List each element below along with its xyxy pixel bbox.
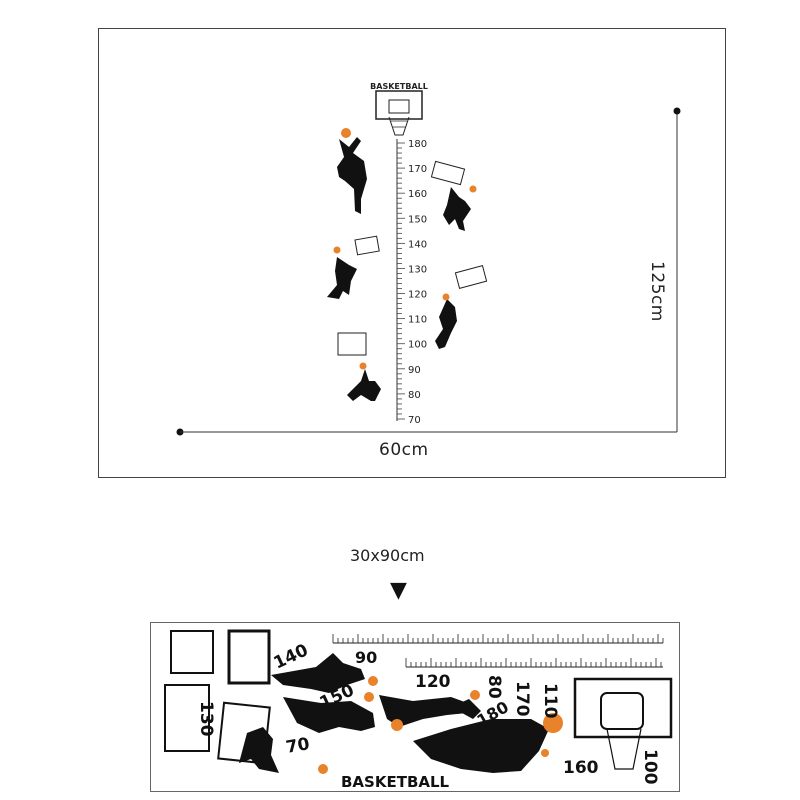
ruler-tick-label: 80 [408, 390, 421, 401]
top-board-title: BASKETBALL [370, 82, 428, 91]
sheet-title: BASKETBALL [341, 773, 450, 791]
ruler-tick-label: 170 [408, 164, 427, 175]
ruler-tick-label: 180 [408, 139, 427, 150]
small-backboard [337, 160, 488, 356]
sheet-number: 90 [355, 648, 377, 667]
sheet-number: 80 [484, 675, 504, 699]
width-dimension-label: 60cm [379, 440, 429, 460]
ruler-tick-label: 90 [408, 365, 421, 376]
dimension-lines [176, 107, 681, 436]
sheet-number: 140 [271, 640, 312, 673]
top-backboard [375, 90, 423, 136]
sheet-number: 100 [640, 749, 660, 785]
ruler-tick-label: 110 [408, 315, 427, 326]
player-silhouette [239, 653, 549, 773]
ruler-tick-label: 130 [408, 264, 427, 275]
height-ruler [396, 139, 405, 421]
down-arrow-icon: ▼ [390, 578, 407, 603]
ruler-tick-label: 150 [408, 214, 427, 225]
sheet-number: 110 [540, 683, 560, 719]
ruler-tick-label: 70 [408, 415, 421, 426]
sheet-backboard [164, 629, 673, 770]
sheet-number: 130 [196, 701, 216, 737]
ruler-tick-label: 100 [408, 340, 427, 351]
sheet-number: 70 [284, 734, 311, 758]
height-dimension-label: 125cm [647, 261, 667, 322]
ruler-tick-label: 140 [408, 239, 427, 250]
ruler-tick-label: 160 [408, 189, 427, 200]
basketball-icon [333, 128, 477, 370]
ruler-tick-label: 120 [408, 290, 427, 301]
sheet-number: 120 [415, 672, 451, 692]
size-label: 30x90cm [350, 546, 425, 565]
sheet-number: 170 [512, 681, 532, 717]
wall-preview-panel: BASKETBALL 180 170 160 150 140 130 120 110 100 90… [98, 28, 726, 478]
sheet-ruler [332, 634, 664, 668]
wall-preview-svg: BASKETBALL 180 170 160 150 140 130 120 110 100 90… [176, 82, 681, 436]
basketball-icon [318, 676, 563, 774]
sheet-number: 160 [563, 758, 599, 778]
player-silhouette [327, 137, 471, 401]
